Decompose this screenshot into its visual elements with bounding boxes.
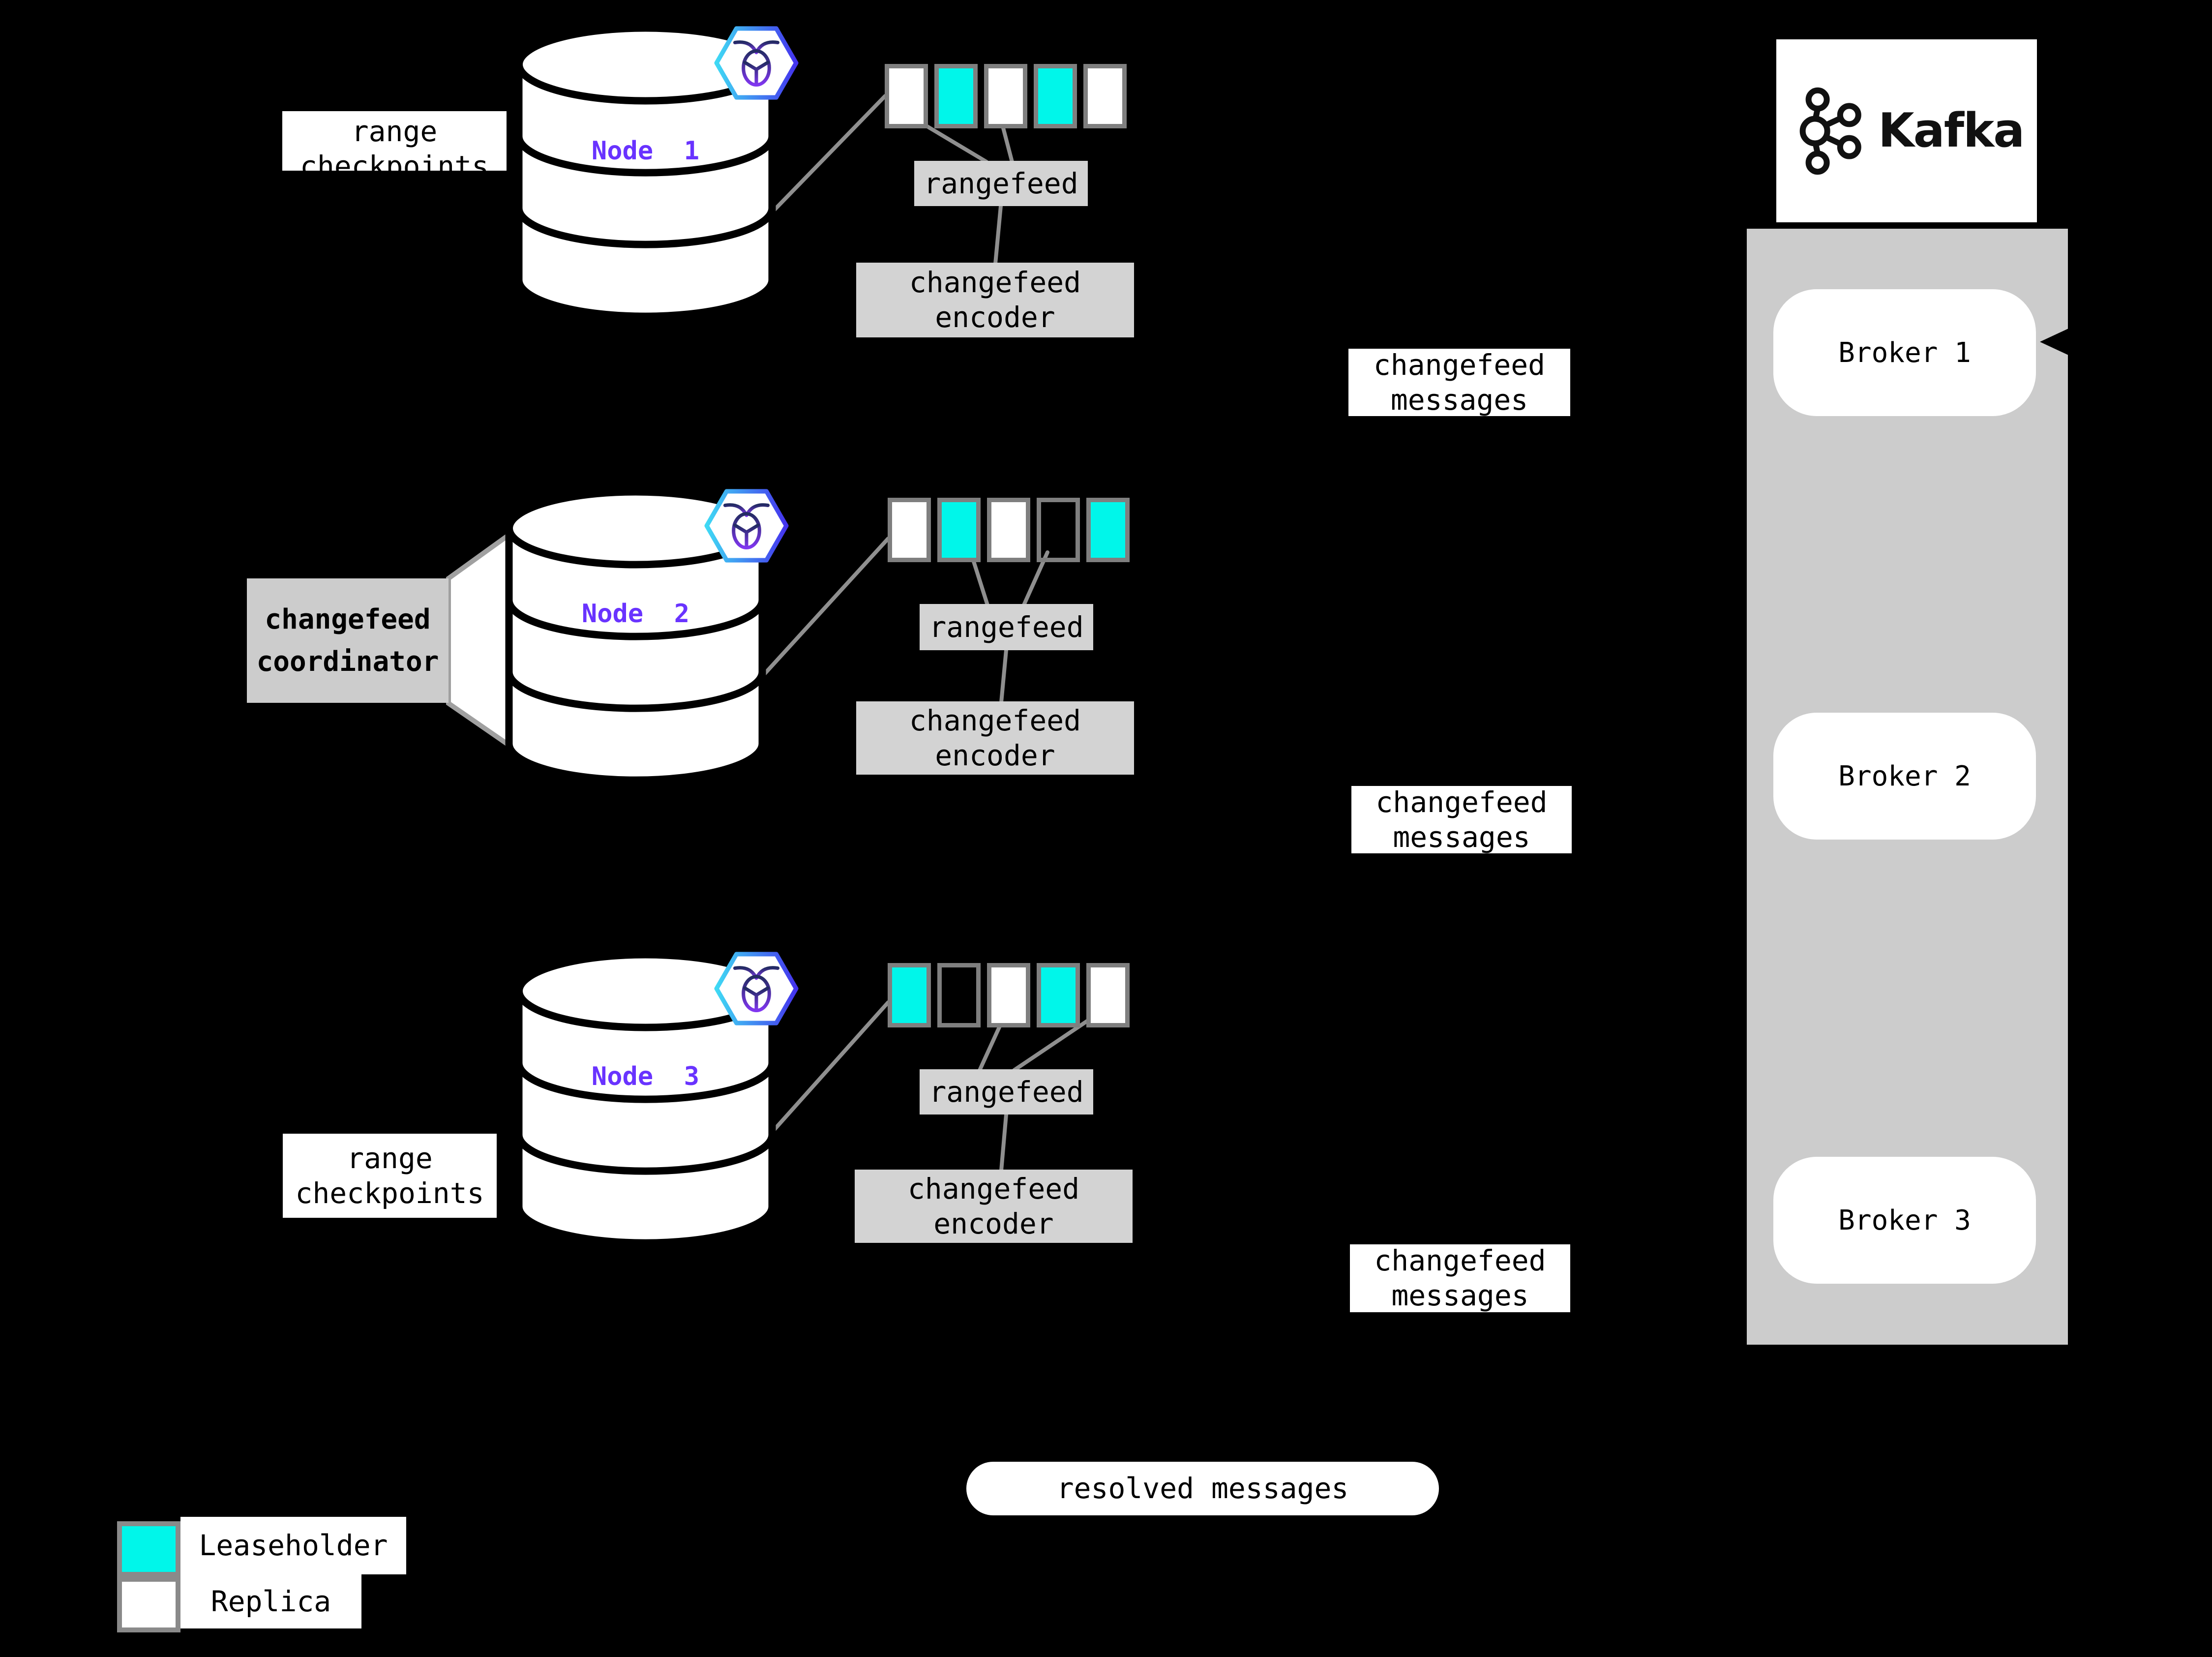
range-square [885, 64, 928, 128]
node-3-cylinder: Node 3 [515, 950, 776, 1253]
rangefeed-box: rangefeed [920, 604, 1093, 650]
broker-1-box: Broker 1 [1773, 289, 2036, 416]
range-square [1083, 64, 1127, 128]
range-square [1086, 498, 1130, 562]
range-square [888, 963, 931, 1027]
changefeed-messages-label: changefeed messages [1348, 349, 1570, 416]
kafka-logo-text: Kafka [1878, 104, 2025, 158]
changefeed-encoder-box: changefeed encoder [856, 263, 1134, 337]
node-2-cylinder: Node 2 [505, 487, 766, 790]
node-1-label: Node 1 [591, 136, 700, 166]
rangefeed-box: rangefeed [920, 1069, 1093, 1115]
range-checkpoints-label: range checkpoints [282, 111, 507, 171]
database-cylinder-icon [515, 951, 776, 1247]
changefeed-encoder-box: changefeed encoder [855, 1170, 1133, 1243]
broker-3-box: Broker 3 [1773, 1157, 2036, 1284]
changefeed-coordinator-box: changefeed coordinator [247, 578, 448, 703]
legend-label-replica: Replica [180, 1574, 361, 1628]
cockroachdb-icon [714, 26, 799, 100]
range-square [937, 498, 981, 562]
range-square [987, 498, 1030, 562]
range-square [1086, 963, 1130, 1027]
node-3-label: Node 3 [591, 1062, 700, 1091]
changefeed-messages-label: changefeed messages [1350, 1244, 1570, 1312]
database-cylinder-icon [515, 24, 776, 320]
cockroachdb-icon [714, 952, 799, 1025]
cockroachdb-icon [704, 489, 789, 563]
kafka-icon [1799, 87, 1861, 175]
legend-swatch-replica [117, 1577, 180, 1632]
node-1-cylinder: Node 1 [515, 24, 776, 325]
database-cylinder-icon [505, 488, 766, 784]
legend-label-leaseholder: Leaseholder [180, 1517, 406, 1574]
changefeed-encoder-box: changefeed encoder [856, 701, 1134, 775]
node-2-label: Node 2 [581, 599, 690, 629]
resolved-messages-pill: resolved messages [966, 1462, 1439, 1515]
changefeed-messages-label: changefeed messages [1351, 786, 1572, 853]
rangefeed-box: rangefeed [914, 161, 1088, 206]
range-square [1037, 963, 1080, 1027]
range-square [934, 64, 978, 128]
broker-2-box: Broker 2 [1773, 713, 2036, 840]
range-checkpoints-label: range checkpoints [283, 1134, 497, 1218]
range-square [888, 498, 931, 562]
range-square [984, 64, 1027, 128]
range-square [1034, 64, 1077, 128]
kafka-logo-box: Kafka [1776, 39, 2037, 222]
range-square [987, 963, 1030, 1027]
range-square [1037, 498, 1080, 562]
range-square [937, 963, 981, 1027]
legend-swatch-leaseholder [117, 1521, 180, 1577]
